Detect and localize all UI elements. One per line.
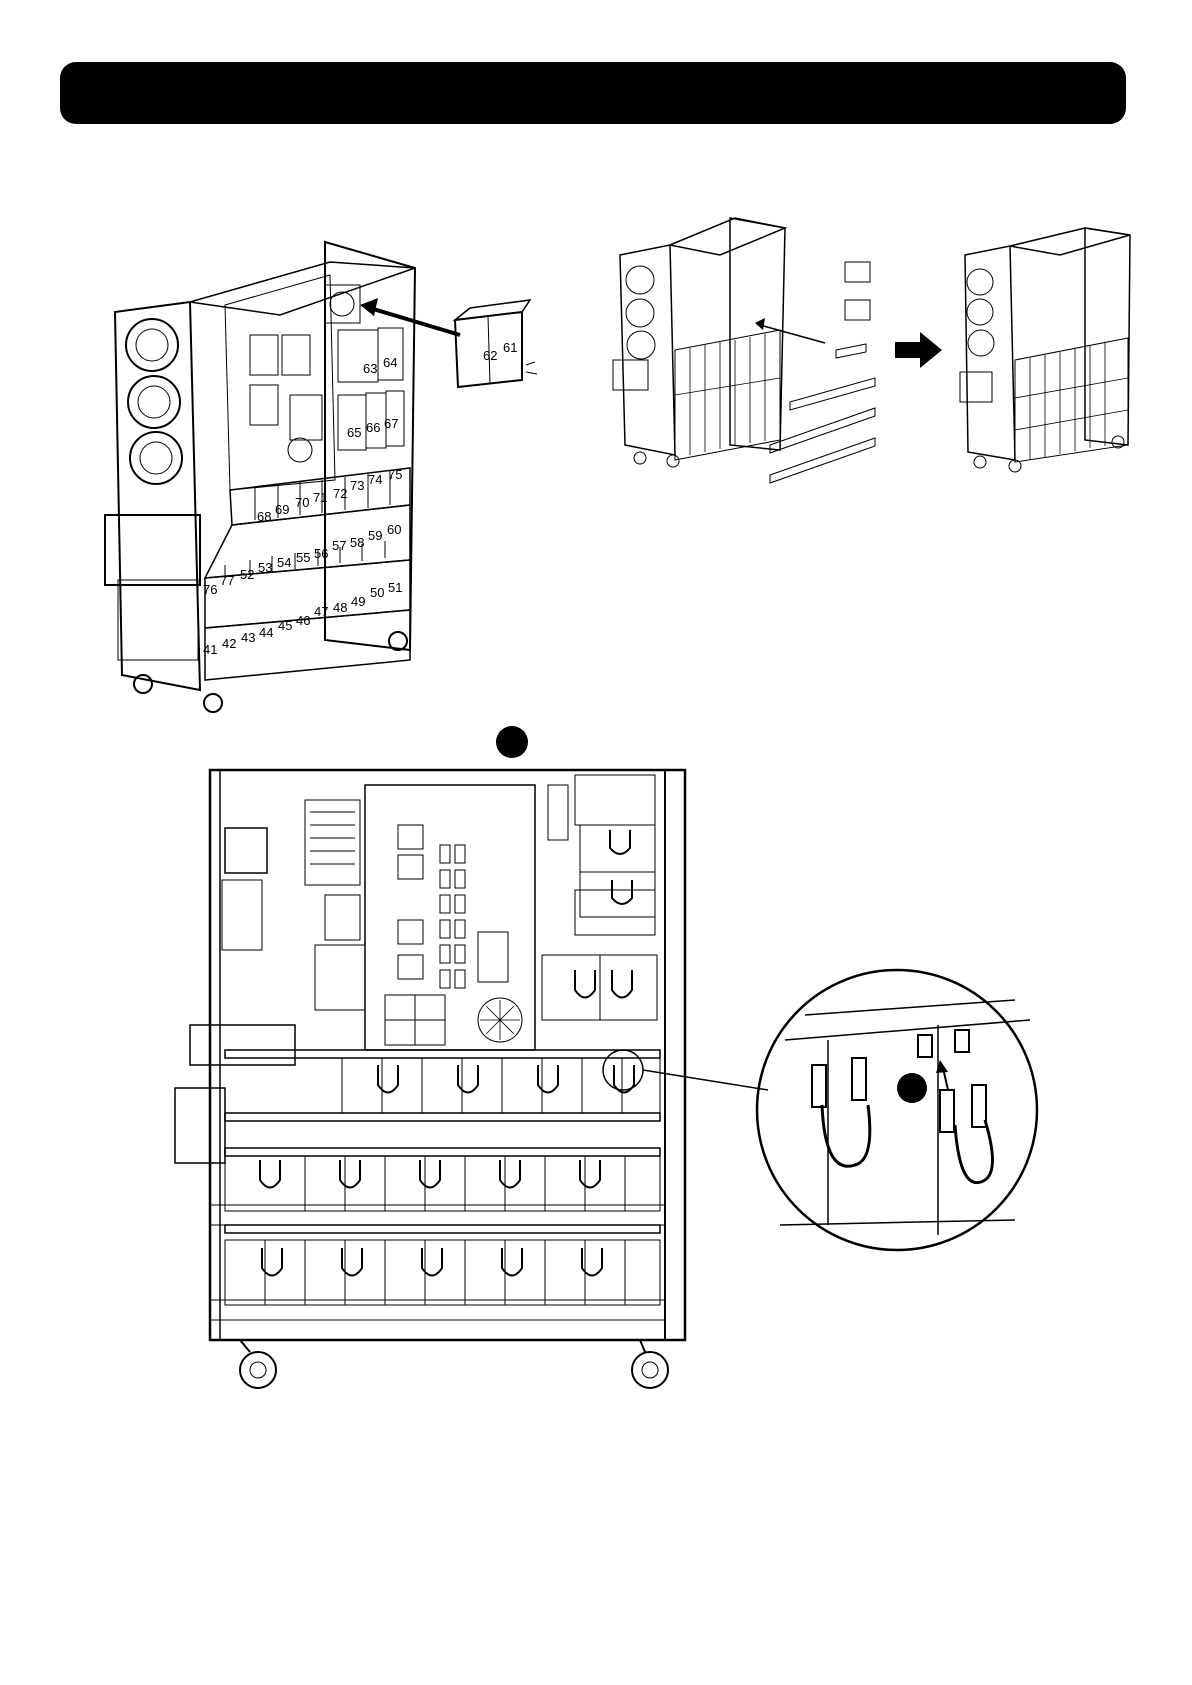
battery-label: 49 <box>351 594 365 609</box>
battery-label: 44 <box>259 625 273 640</box>
battery-label: 68 <box>257 509 271 524</box>
cabinet-front-view <box>175 770 768 1388</box>
battery-label: 50 <box>370 585 384 600</box>
battery-label: 55 <box>296 550 310 565</box>
battery-label: 65 <box>347 425 361 440</box>
battery-label: 53 <box>258 560 272 575</box>
battery-label: 77 <box>220 573 234 588</box>
battery-label: 59 <box>368 528 382 543</box>
cabinet-isometric-assembled <box>960 228 1130 472</box>
battery-label: 61 <box>503 340 517 355</box>
battery-label: 66 <box>366 420 380 435</box>
fan-icon <box>130 432 182 484</box>
fan-icon <box>126 319 178 371</box>
battery-label: 72 <box>333 486 347 501</box>
battery-label: 43 <box>241 630 255 645</box>
battery-label: 74 <box>368 472 382 487</box>
battery-label: 76 <box>203 582 217 597</box>
battery-label: 71 <box>313 490 327 505</box>
battery-label: 63 <box>363 361 377 376</box>
battery-label: 67 <box>384 416 398 431</box>
cabinet-isometric-brackets <box>613 218 942 483</box>
battery-label: 64 <box>383 355 397 370</box>
battery-label: 58 <box>350 535 364 550</box>
battery-label: 69 <box>275 502 289 517</box>
battery-label: 46 <box>296 613 310 628</box>
battery-label: 57 <box>332 538 346 553</box>
battery-label: 70 <box>295 495 309 510</box>
battery-label: 60 <box>387 522 401 537</box>
battery-label: 41 <box>203 642 217 657</box>
battery-label: 75 <box>388 467 402 482</box>
battery-label: 48 <box>333 600 347 615</box>
battery-label: 51 <box>388 580 402 595</box>
step-marker-dot <box>897 1073 927 1103</box>
battery-label: 62 <box>483 348 497 363</box>
jumper-detail-zoom <box>757 970 1037 1250</box>
battery-label: 54 <box>277 555 291 570</box>
battery-label: 73 <box>350 478 364 493</box>
battery-label: 42 <box>222 636 236 651</box>
battery-label: 47 <box>314 604 328 619</box>
battery-label: 45 <box>278 618 292 633</box>
cabinet-isometric-main: 62 61 63 64 65 66 67 68 69 70 71 72 73 7… <box>105 242 537 712</box>
battery-label: 56 <box>314 546 328 561</box>
step-marker-dot <box>496 726 528 758</box>
fan-icon <box>128 376 180 428</box>
battery-label: 52 <box>240 567 254 582</box>
